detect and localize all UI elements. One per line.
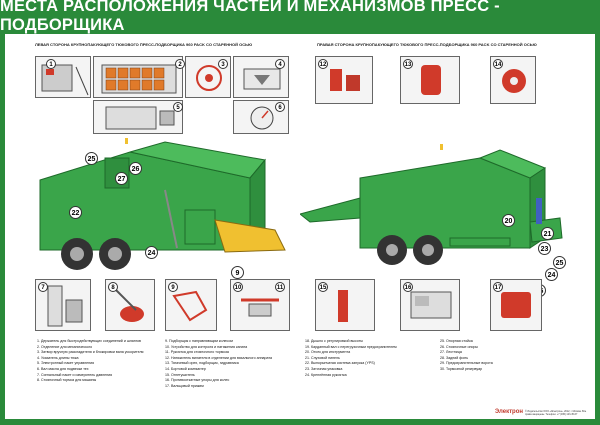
legend-item: 27. Лестница bbox=[440, 350, 462, 355]
callout-16: 16 bbox=[403, 282, 413, 292]
legend-item: 14. Бортовой компьютер bbox=[165, 366, 206, 371]
legend-item: 9. Подборщик с направляющим колесом bbox=[165, 339, 233, 343]
legend-item: 15. Огнетушитель bbox=[165, 372, 195, 377]
callout-1: 1 bbox=[46, 59, 56, 69]
legend-item: 21. Слуховой нипель bbox=[305, 355, 340, 360]
legend-item: 6. Вал масла для подвески тех bbox=[37, 366, 89, 371]
callout-23: 23 bbox=[538, 242, 551, 255]
legend-item: 22. Выпорынчатая система запуска (YPS) bbox=[305, 361, 375, 366]
callout-2: 2 bbox=[175, 59, 185, 69]
legend-column-3: 18. Дышло с регулировкой высоты 19. Кард… bbox=[305, 339, 397, 378]
detail-thumb-5 bbox=[93, 100, 183, 134]
legend-item: 2. Отделение для механического bbox=[37, 344, 93, 349]
callout-27: 27 bbox=[115, 172, 128, 185]
legend-item: 5. Электронный пакет управления bbox=[37, 361, 95, 366]
detail-thumb-13 bbox=[400, 56, 460, 104]
legend-item: 28. Задний фонь bbox=[440, 355, 469, 360]
callout-24: 24 bbox=[145, 246, 158, 259]
legend-column-1: 1. Держатель для быстродействующих соеди… bbox=[37, 339, 144, 384]
callout-22: 22 bbox=[69, 206, 82, 219]
legend-item: 7. Сигнальный пакет и измеритель давлени… bbox=[37, 372, 113, 377]
legend-item: 11. Рукоятка для стояночного тормоза bbox=[165, 350, 229, 355]
legend-column-2: 9. Подборщик с направляющим колесом 10. … bbox=[165, 339, 272, 389]
legend-item: 3. Затвор вручную раскладителя и блокиро… bbox=[37, 350, 144, 355]
callout-14: 14 bbox=[493, 59, 503, 69]
callout-8: 8 bbox=[108, 282, 118, 292]
legend-item: 8. Стояночный тормоз для машины bbox=[37, 378, 97, 383]
legend-item: 20. Отсек для инструмента bbox=[305, 350, 351, 355]
callout-12: 12 bbox=[318, 59, 328, 69]
callout-25: 25 bbox=[85, 152, 98, 165]
callout-5: 5 bbox=[173, 102, 183, 112]
legend-item: 24. Креплённая рукоятка bbox=[305, 372, 347, 377]
detail-thumb-6 bbox=[233, 100, 289, 134]
detail-thumb-2 bbox=[93, 56, 183, 98]
publisher-logo: Электрон bbox=[494, 409, 523, 415]
callout-21: 21 bbox=[541, 227, 554, 240]
legend-item: 25. Опорная стойка bbox=[440, 339, 473, 343]
legend-item: 18. Дышло с регулировкой высоты bbox=[305, 339, 363, 343]
callout-15: 15 bbox=[318, 282, 328, 292]
legend-column-4: 25. Опорная стойка 26. Стояночные опоры … bbox=[440, 339, 493, 373]
callout-20: 20 bbox=[502, 214, 515, 227]
legend-item: 26. Стояночные опоры bbox=[440, 344, 479, 349]
callout-25r: 25 bbox=[553, 256, 566, 269]
legend-item: 23. Заточная упаковка bbox=[305, 366, 343, 371]
legend-item: 19. Карданный вал с перегрузочным предох… bbox=[305, 344, 397, 349]
legend-item: 13. Тягачевый орех, подборщик, гидравлик… bbox=[165, 361, 239, 366]
detail-thumb-16 bbox=[400, 279, 460, 331]
left-side-heading: ЛЕВАЯ СТОРОНА КРУПНОПАКУЮЩЕГО ТЮКОВОГО П… bbox=[35, 42, 253, 47]
legend-item: 30. Тормозной резервуар bbox=[440, 366, 483, 371]
legend-item: 29. Предохранительные ворота bbox=[440, 361, 493, 366]
callout-13: 13 bbox=[403, 59, 413, 69]
left-machine-illustration bbox=[39, 138, 286, 270]
right-side-heading: ПРАВАЯ СТОРОНА КРУПНОПАКУЮЩЕГО ТЮКОВОГО … bbox=[317, 42, 537, 47]
callout-7: 7 bbox=[38, 282, 48, 292]
callout-9: 9 bbox=[231, 266, 244, 279]
detail-thumb-1 bbox=[35, 56, 91, 98]
callout-11: 11 bbox=[275, 282, 285, 292]
legend-item: 1. Держатель для быстродействующих соеди… bbox=[37, 339, 141, 343]
callout-3: 3 bbox=[218, 59, 228, 69]
legend-item: 10. Устройство для контроля и натяжения … bbox=[165, 344, 248, 349]
publisher-info: © Издательство ООО «Электрон», 2012, г. … bbox=[525, 410, 587, 416]
poster-sheet: ЛЕВАЯ СТОРОНА КРУПНОПАКУЮЩЕГО ТЮКОВОГО П… bbox=[5, 34, 595, 419]
callout-26: 26 bbox=[129, 162, 142, 175]
legend-item: 4. Указатель длины тюка bbox=[37, 355, 79, 360]
callout-24r: 24 bbox=[545, 268, 558, 281]
right-machine-illustration bbox=[300, 144, 563, 265]
callout-9b: 9 bbox=[168, 282, 178, 292]
legend-item: 17. Вальцовый прижим bbox=[165, 383, 204, 388]
page-title: МЕСТА РАСПОЛОЖЕНИЯ ЧАСТЕЙ И МЕХАНИЗМОВ П… bbox=[0, 0, 500, 34]
legend-item: 16. Противооткатные упоры для колес bbox=[165, 378, 230, 383]
callout-6: 6 bbox=[275, 102, 285, 112]
callout-17: 17 bbox=[493, 282, 503, 292]
legend-item: 12. Натяжитель вилателя в отделении для … bbox=[165, 355, 273, 360]
callout-4: 4 bbox=[275, 59, 285, 69]
callout-10: 10 bbox=[233, 282, 243, 292]
